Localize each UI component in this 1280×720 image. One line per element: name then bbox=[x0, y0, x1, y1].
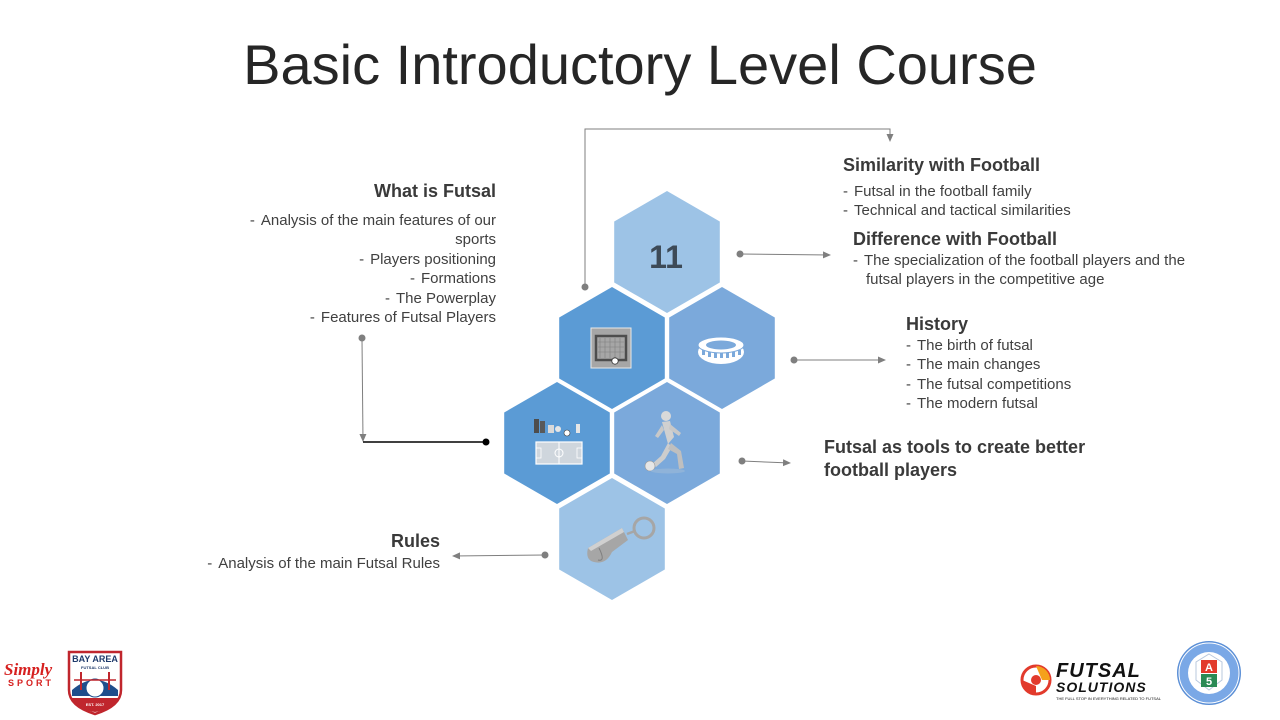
list-item: -Futsal in the football family bbox=[843, 183, 1032, 200]
player-kicking-icon bbox=[644, 411, 685, 474]
difference-list: -The specialization of the football play… bbox=[853, 251, 1198, 290]
tools-heading: Futsal as tools to create better footbal… bbox=[824, 437, 1086, 480]
difference-heading: Difference with Football bbox=[853, 229, 1058, 249]
svg-text:A: A bbox=[1205, 662, 1213, 674]
connector-tools bbox=[741, 459, 791, 467]
whistle-icon bbox=[587, 516, 656, 563]
history-heading: History bbox=[906, 314, 969, 334]
connector-dot-tools bbox=[738, 457, 746, 465]
similarity-list: -Futsal in the football family -Technica… bbox=[843, 182, 1143, 221]
list-item: -The main changes bbox=[906, 356, 1041, 374]
slide-title: Basic Introductory Level Course bbox=[243, 33, 1037, 96]
svg-text:FUTSAL CLUB: FUTSAL CLUB bbox=[81, 665, 109, 670]
connector-dot-rules bbox=[541, 551, 549, 559]
futsal-solutions-logo: FUTSAL SOLUTIONS THE FULL STOP IN EVERYT… bbox=[1020, 660, 1165, 701]
connector-dot-difference bbox=[736, 250, 744, 258]
connector-dot-what-is-futsal bbox=[358, 334, 366, 342]
simply-sport-logo: Simply SPORT bbox=[4, 660, 55, 688]
connector-what-is-futsal bbox=[359, 338, 367, 442]
connector-dot-similarity bbox=[581, 283, 589, 291]
list-item: -Features of Futsal Players bbox=[309, 309, 496, 327]
svg-text:5: 5 bbox=[1206, 676, 1212, 688]
rules-heading: Rules bbox=[390, 531, 440, 551]
connector-difference bbox=[739, 251, 831, 259]
list-item: -The modern futsal bbox=[906, 395, 1038, 413]
hexagon-eleven bbox=[614, 191, 720, 313]
bay-area-futsal-club-logo: BAY AREA FUTSAL CLUB EST. 2017 bbox=[67, 650, 123, 716]
similarity-heading: Similarity with Football bbox=[843, 155, 1041, 175]
history-list: -The birth of futsal -The main changes -… bbox=[906, 336, 1126, 414]
connector-rules bbox=[452, 552, 546, 560]
list-item: -Technical and tactical similarities bbox=[843, 202, 1071, 220]
futsal-solutions-mark-icon bbox=[1020, 664, 1052, 696]
list-item: -The specialization of the football play… bbox=[853, 252, 1186, 289]
list-item: -The futsal competitions bbox=[906, 375, 1072, 393]
eleven-players-icon: 11 bbox=[649, 239, 683, 275]
svg-text:EST. 2017: EST. 2017 bbox=[86, 702, 105, 707]
hexagon-player bbox=[614, 382, 720, 504]
list-item: -Formations bbox=[409, 270, 496, 288]
connector-similarity bbox=[584, 128, 894, 286]
what-is-futsal-list: -Analysis of the main features of our sp… bbox=[221, 211, 496, 327]
coach-badge-logo: A 5 bbox=[1177, 641, 1241, 705]
list-item: -The birth of futsal bbox=[906, 337, 1033, 354]
list-item: -Players positioning bbox=[359, 250, 496, 268]
stadium-icon bbox=[697, 336, 745, 364]
connector-dot-history bbox=[790, 356, 798, 364]
list-item: -The Powerplay bbox=[384, 289, 496, 307]
list-item: -Analysis of the main Futsal Rules bbox=[207, 555, 440, 572]
connector-dot-equipment bbox=[482, 438, 490, 446]
list-item: -Analysis of the main features of our sp… bbox=[249, 212, 496, 249]
rules-list: -Analysis of the main Futsal Rules bbox=[140, 554, 440, 573]
what-is-futsal-heading: What is Futsal bbox=[373, 181, 496, 201]
svg-text:BAY AREA: BAY AREA bbox=[72, 654, 118, 664]
futsal-goal-icon bbox=[590, 327, 632, 369]
futsal-equipment-icon bbox=[534, 419, 583, 465]
